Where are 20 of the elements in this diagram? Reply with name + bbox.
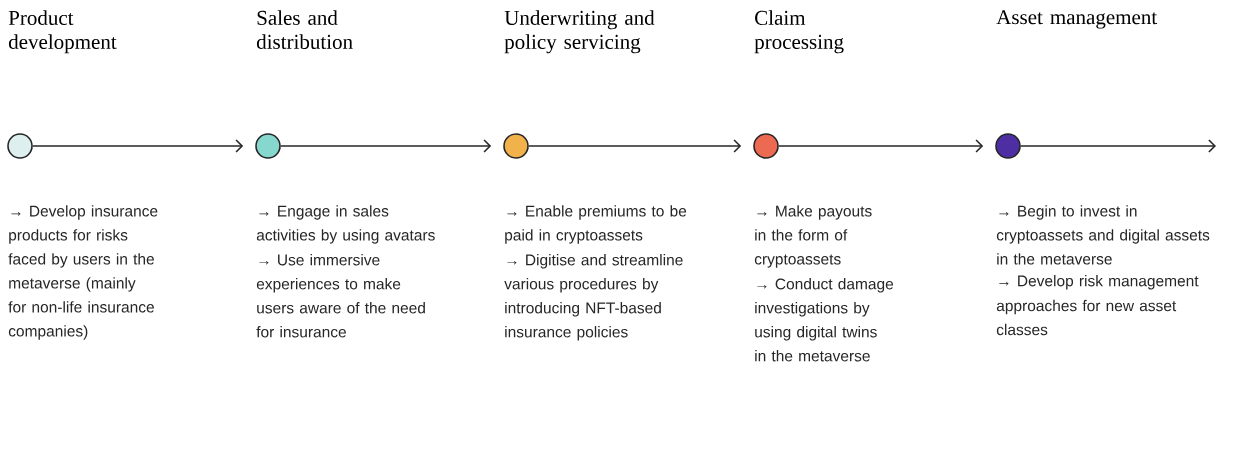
description-text: → Conduct damage investigations by using digital twins in the metaverse xyxy=(755,278,894,362)
description-text: → Enable premiums to be paid in cryptoassets xyxy=(505,205,687,244)
arrow xyxy=(778,139,984,153)
stage-heading: Asset management xyxy=(996,10,1158,29)
stage-heading: Sales and distribution xyxy=(256,10,353,49)
stage-heading: Underwriting and policy servicing xyxy=(504,10,655,54)
description-text: approaches for new asset classes xyxy=(996,299,1177,336)
description-text: → Engage in sales activities by using avatars xyxy=(256,205,435,244)
description-text: → Make payouts in the form of cryptoassets xyxy=(754,205,872,268)
arrow xyxy=(280,139,492,153)
description-text: → Develop risk management xyxy=(999,275,1199,290)
description-text: → Digitise and streamline various procedures by introducing NFT-based insurance policies xyxy=(504,254,683,341)
stage-heading: Product development xyxy=(8,10,117,54)
arrow xyxy=(528,139,742,153)
arrow xyxy=(1020,139,1216,153)
arrow xyxy=(32,139,244,153)
description-text: → Develop insurance products for risks faced by users in the metaverse (mainly for non-life insurance companies) xyxy=(8,205,158,340)
description-text: → Use immersive experiences to make users aware of the need for insurance xyxy=(256,254,425,338)
description-text: → Begin to invest in cryptoassets and digital assets in the metaverse xyxy=(996,205,1210,265)
stage-heading: Claim processing xyxy=(754,10,844,54)
